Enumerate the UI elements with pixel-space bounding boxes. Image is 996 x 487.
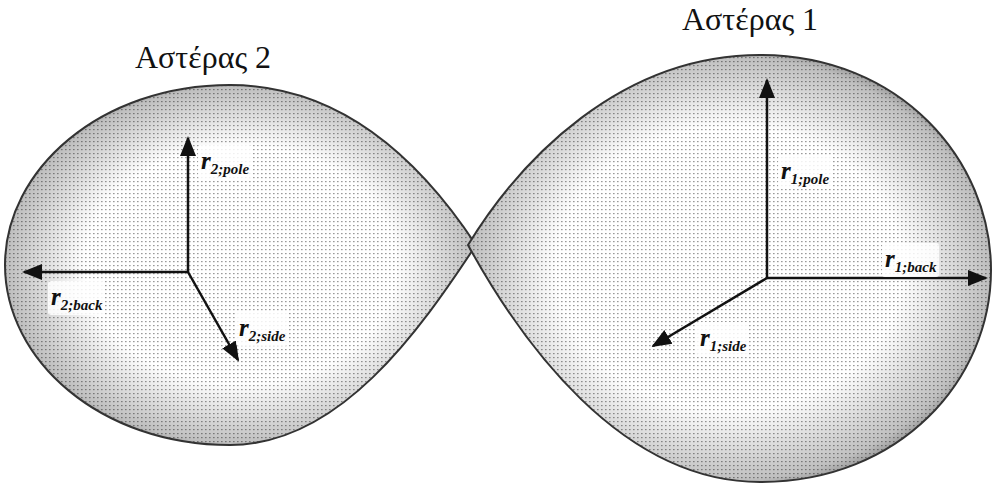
radius-arrows	[24, 80, 986, 360]
radius-label: r2;side	[236, 312, 288, 346]
radius-label: r1;pole	[778, 155, 832, 189]
star-1-lobe	[468, 55, 991, 482]
radius-arrow	[24, 271, 188, 274]
radius-label: r2;pole	[198, 145, 252, 179]
star-2-lobe	[5, 85, 476, 445]
star-label: Αστέρας 2	[135, 40, 271, 75]
radius-arrow	[187, 138, 190, 272]
radius-label: r1;back	[882, 243, 939, 277]
star-label: Αστέρας 1	[682, 2, 818, 37]
radius-label: r1;side	[697, 322, 749, 356]
radius-arrow	[188, 272, 238, 360]
radius-arrow	[767, 277, 986, 280]
radius-arrow	[766, 80, 769, 278]
radius-label: r2;back	[48, 281, 105, 315]
